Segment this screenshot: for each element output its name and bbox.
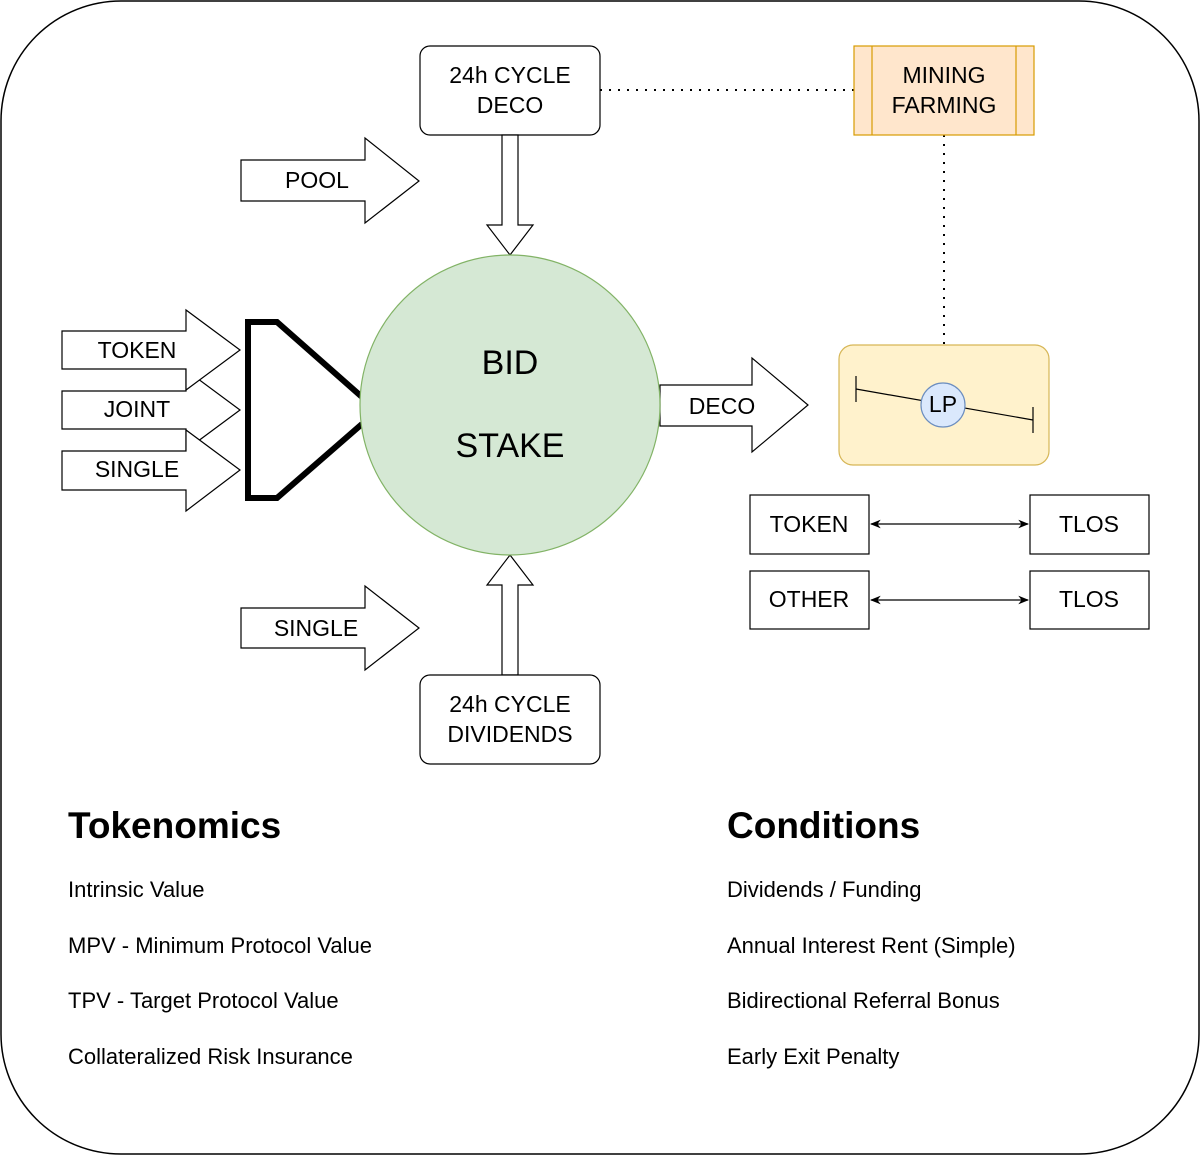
- conditions-section: Conditions Dividends / Funding Annual In…: [727, 800, 1167, 1098]
- pair-1-left-box: [749, 494, 870, 555]
- single-left-arrow-shape: [61, 428, 242, 513]
- cycle-dividends-line2: DIVIDENDS: [447, 721, 572, 747]
- deco-arrow-label: DECO: [689, 393, 755, 419]
- token-arrow-shape: [61, 308, 242, 392]
- tokenomics-title: Tokenomics: [68, 805, 282, 846]
- conditions-list: Dividends / Funding Annual Interest Rent…: [727, 876, 1167, 1071]
- pair-2-right-box: [1029, 570, 1150, 630]
- mining-line1: MINING: [902, 62, 985, 88]
- cycle-dividends-box: [419, 674, 601, 765]
- single-bottom-arrow-label: SINGLE: [274, 615, 358, 641]
- pair-2-right-label: TLOS: [1059, 586, 1119, 612]
- arrow-up-dividends-to-stake: [485, 554, 535, 676]
- mining-line2: FARMING: [892, 92, 997, 118]
- tokenomics-list: Intrinsic Value MPV - Minimum Protocol V…: [68, 876, 628, 1071]
- cycle-deco-line1: 24h CYCLE: [449, 62, 570, 88]
- deco-arrow-shape: [659, 356, 809, 454]
- pair-1-right-box: [1029, 494, 1150, 555]
- lp-circle: [920, 382, 966, 428]
- lp-label: LP: [929, 391, 957, 417]
- cycle-deco-line2: DECO: [477, 92, 543, 118]
- pair-1-right-label: TLOS: [1059, 511, 1119, 537]
- tokenomics-item: Collateralized Risk Insurance: [68, 1043, 353, 1069]
- conditions-title: Conditions: [727, 805, 921, 846]
- cycle-deco-box: [419, 45, 601, 136]
- arrow-down-deco-to-stake: [485, 134, 535, 256]
- pool-arrow-label: POOL: [285, 167, 349, 193]
- tokenomics-section: Tokenomics Intrinsic Value MPV - Minimum…: [68, 800, 628, 1098]
- joint-arrow-label: JOINT: [104, 396, 170, 422]
- single-left-arrow-label: SINGLE: [95, 456, 179, 482]
- bid-stake-circle: [359, 254, 661, 556]
- cycle-dividends-line1: 24h CYCLE: [449, 691, 570, 717]
- pair-1-left-label: TOKEN: [770, 511, 849, 537]
- mining-farming-box: [853, 45, 1035, 136]
- tokenomics-item: Intrinsic Value: [68, 877, 205, 902]
- conditions-item: Annual Interest Rent (Simple): [727, 932, 1016, 958]
- conditions-item: Dividends / Funding: [727, 877, 922, 902]
- tokenomics-item: MPV - Minimum Protocol Value: [68, 932, 373, 958]
- pool-arrow-shape: [240, 136, 420, 225]
- conditions-item: Early Exit Penalty: [727, 1043, 900, 1069]
- token-arrow-label: TOKEN: [98, 337, 177, 363]
- single-bottom-arrow-shape: [240, 584, 420, 672]
- tokenomics-item: TPV - Target Protocol Value: [68, 988, 339, 1013]
- stake-line2: STAKE: [456, 427, 565, 465]
- conditions-item: Bidirectional Referral Bonus: [727, 988, 1000, 1013]
- aggregator-funnel: [245, 319, 364, 501]
- pair-2-left-box: [749, 570, 870, 630]
- stake-line1: BID: [482, 344, 539, 382]
- pair-2-left-label: OTHER: [769, 586, 850, 612]
